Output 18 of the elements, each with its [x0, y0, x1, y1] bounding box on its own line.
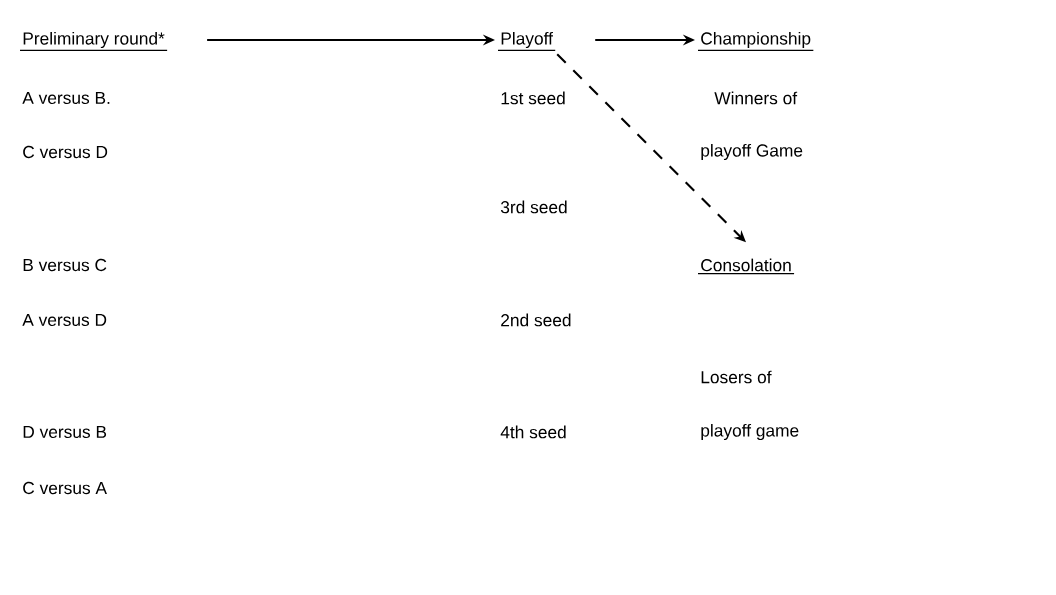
row-text: 1st seed	[501, 91, 565, 105]
row-text: A versus D	[22, 313, 107, 327]
row-text: 3rd seed	[500, 200, 567, 214]
row-text: playoff Game	[701, 143, 803, 161]
underlined-heading: Playoff	[497, 31, 556, 51]
row-text: A versus B.	[22, 91, 110, 105]
row-text: D versus B	[23, 425, 107, 439]
row-text: playoff game	[701, 423, 799, 441]
row-text: Winners of	[714, 91, 798, 105]
row-text: C versus D	[23, 145, 108, 159]
row-text: B versus C	[23, 258, 107, 272]
underlined-heading: Championship	[697, 31, 814, 51]
row-text: 2nd seed	[501, 313, 571, 327]
row-text: 4th seed	[500, 425, 566, 439]
row-text: Losers of	[701, 370, 772, 384]
underlined-heading: Consolation	[697, 258, 795, 275]
row-text: C versus A	[23, 481, 107, 495]
underlined-heading: Preliminary round*	[19, 31, 168, 51]
